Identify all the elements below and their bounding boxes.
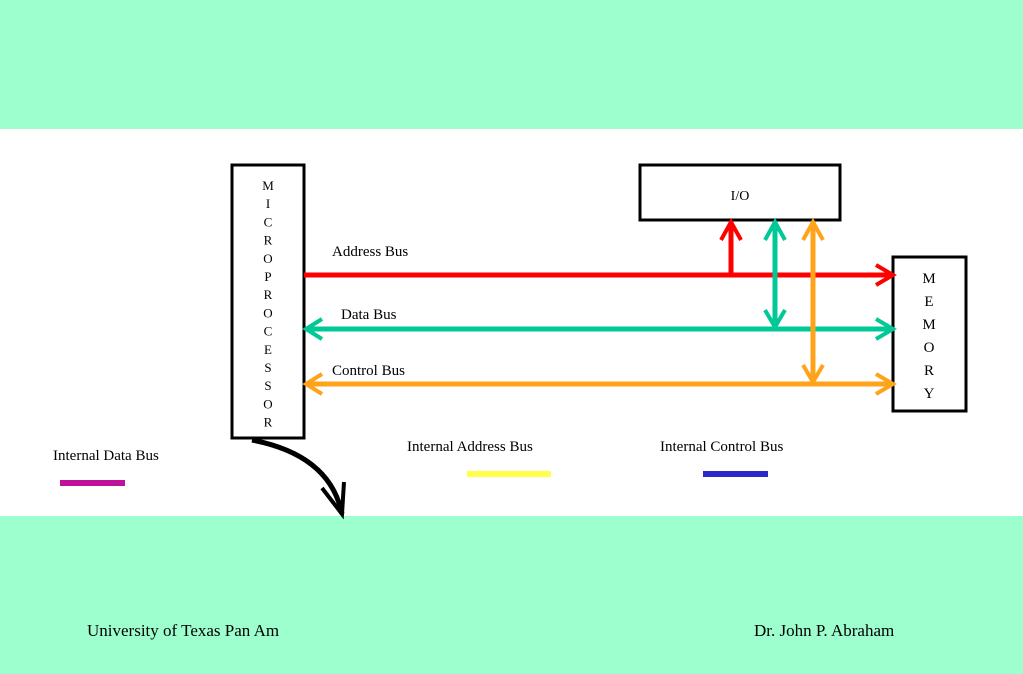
memory-block <box>891 255 968 413</box>
legend-internal-address-label: Internal Address Bus <box>407 439 533 455</box>
legend-internal-data-swatch <box>60 480 125 486</box>
legend-internal-data-label: Internal Data Bus <box>53 448 159 464</box>
data-bus <box>302 217 897 341</box>
footer-institution: University of Texas Pan Am <box>87 621 280 640</box>
io-block <box>638 163 842 222</box>
address-bus <box>304 217 897 287</box>
control-bus <box>302 217 897 396</box>
control-bus-label: Control Bus <box>332 363 405 379</box>
curved-arrow <box>251 437 346 520</box>
diagram-background <box>0 129 1023 516</box>
legend-internal-control-swatch <box>703 471 768 477</box>
microprocessor-block <box>230 163 306 440</box>
legend-internal-control-label: Internal Control Bus <box>660 439 783 455</box>
legend-internal-address-swatch <box>467 471 551 477</box>
data-bus-label: Data Bus <box>341 307 397 323</box>
address-bus-label: Address Bus <box>332 244 408 260</box>
footer-author: Dr. John P. Abraham <box>754 621 895 640</box>
io-label: I/O <box>731 189 750 204</box>
